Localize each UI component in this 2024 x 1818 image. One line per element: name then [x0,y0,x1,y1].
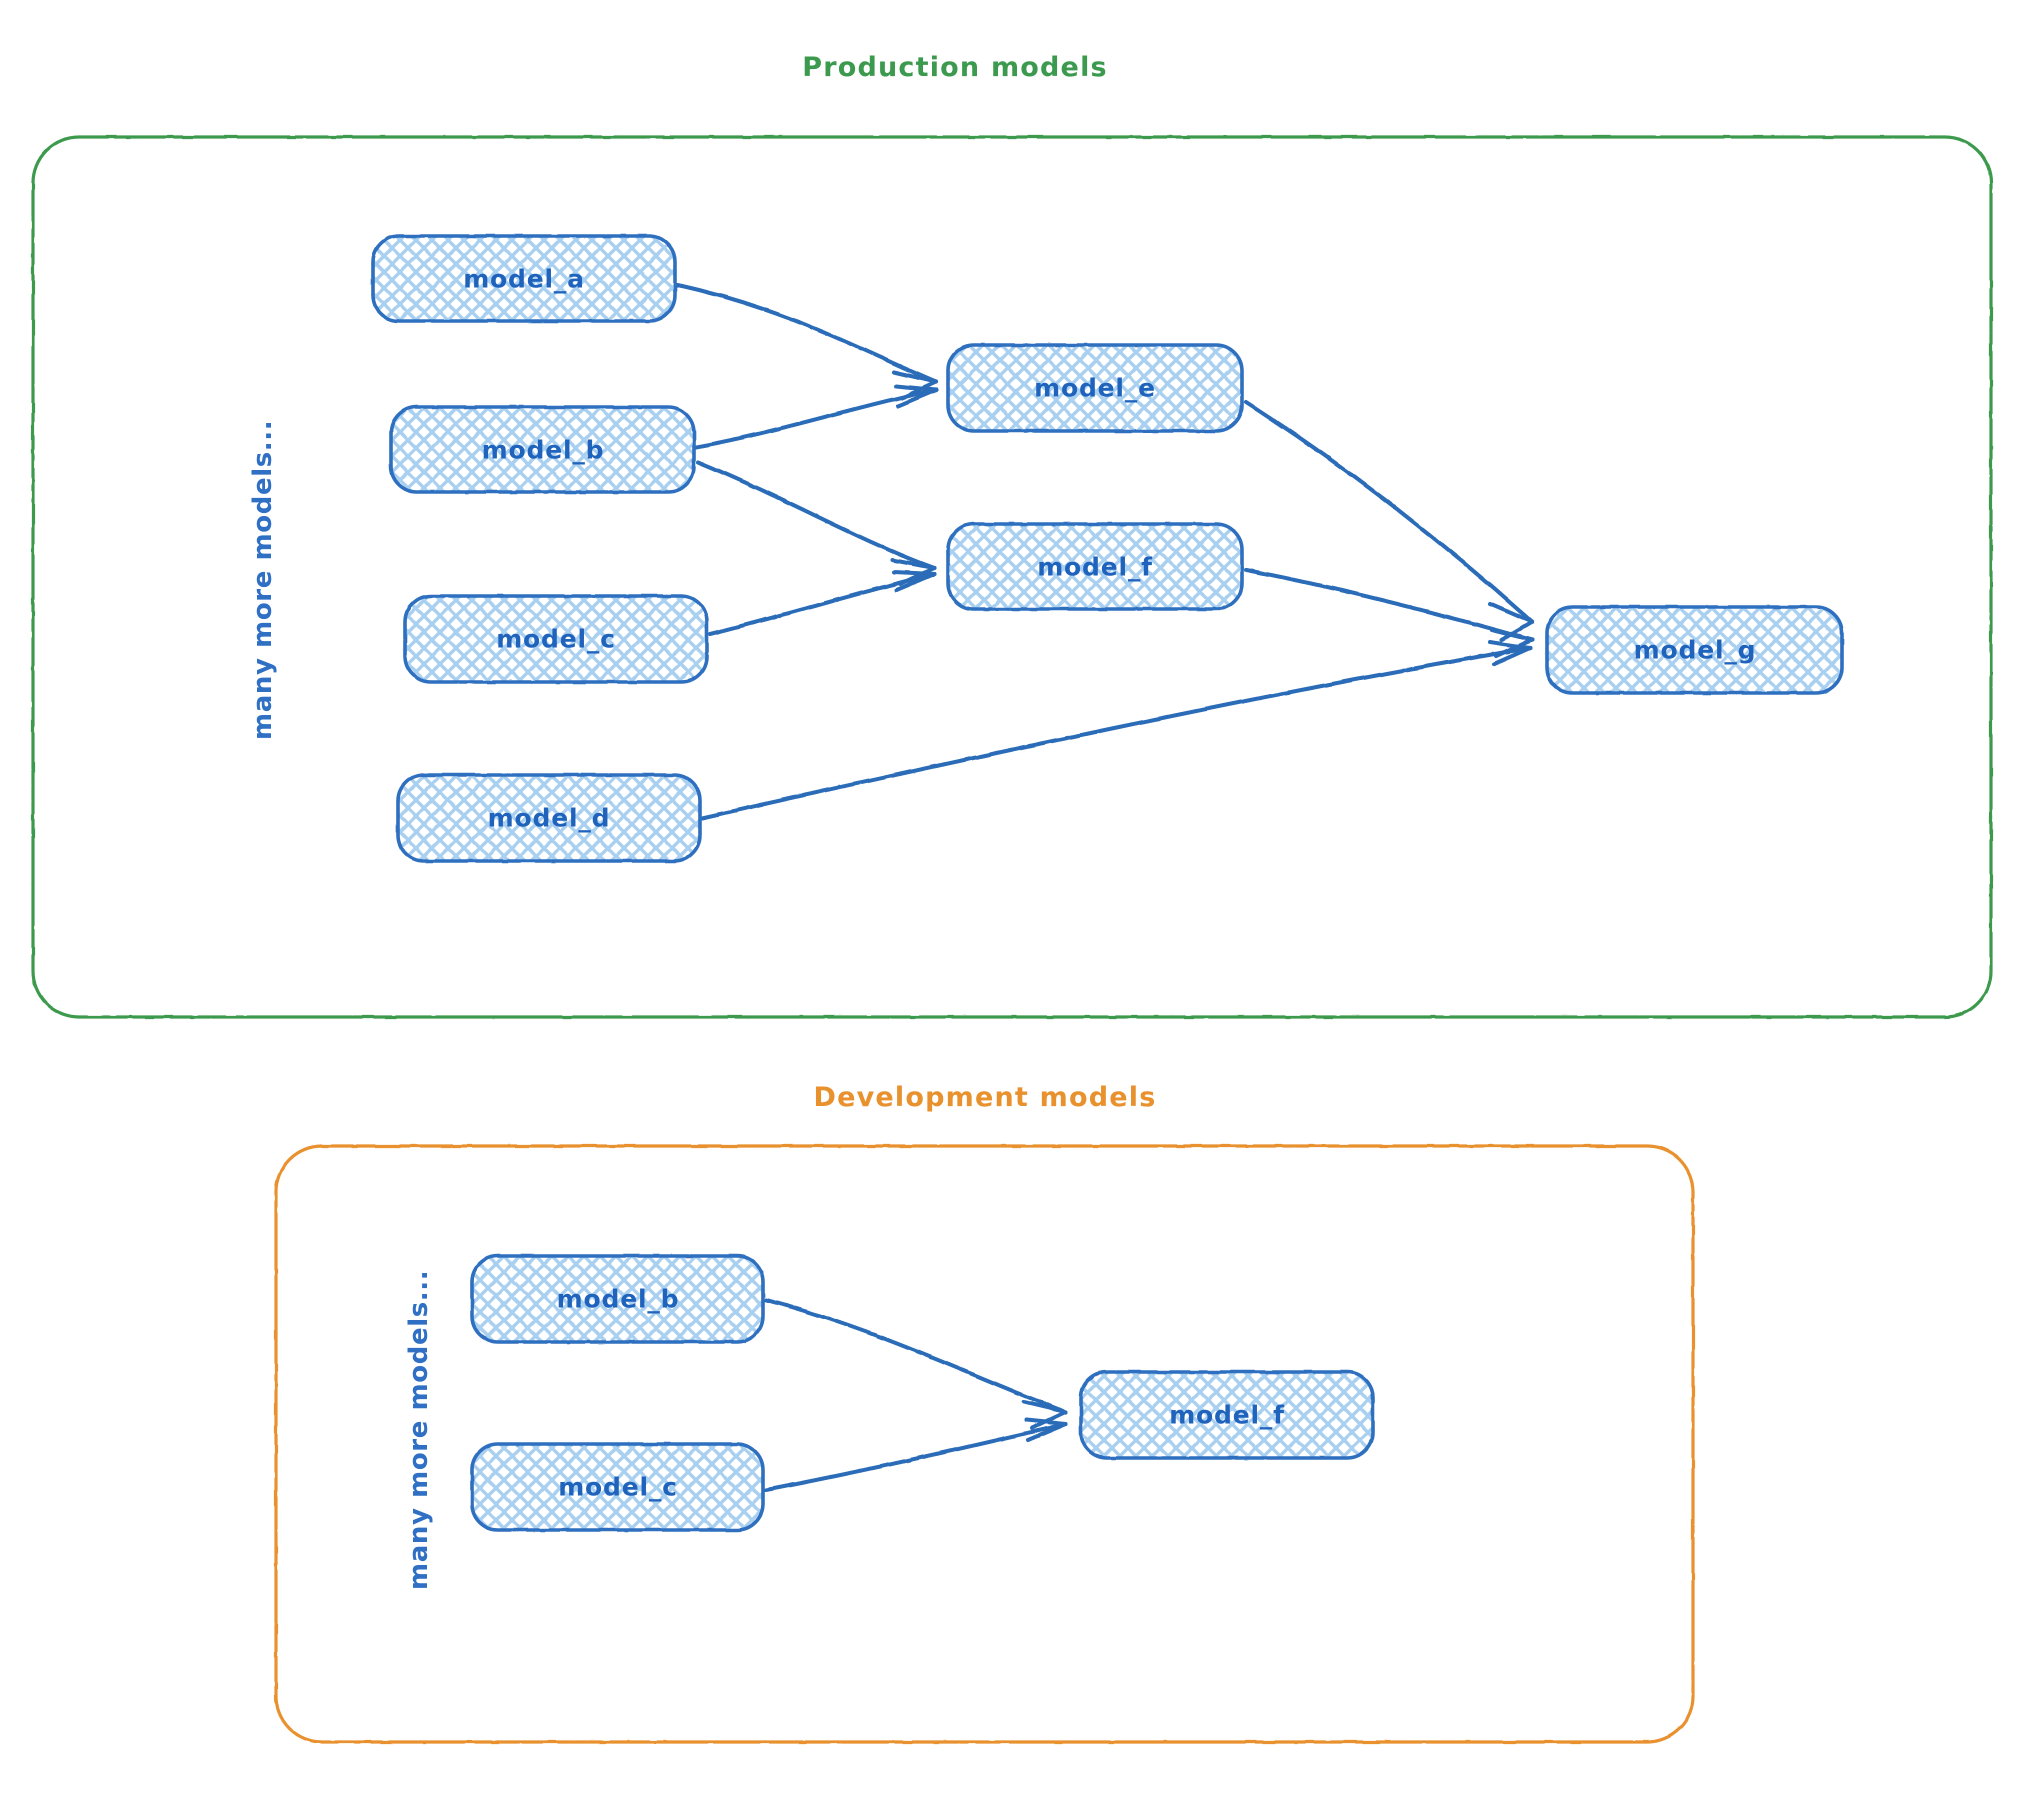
nodes-production [371,234,1844,863]
group-container-production [31,135,1993,1019]
edges-production [676,283,1534,820]
node-dev-model-b[interactable] [470,1254,765,1344]
production-group-title: Production models [802,52,1108,83]
node-prod-model-d[interactable] [396,773,702,863]
edge-devb-to-devf [764,1298,1068,1430]
group-container-development [274,1144,1695,1744]
node-prod-model-g[interactable] [1545,605,1844,695]
edge-d-to-g [700,640,1532,820]
production-side-label: many more models... [248,419,278,740]
node-dev-model-f[interactable] [1079,1370,1375,1460]
edge-e-to-g [1244,400,1534,642]
nodes-development [470,1254,1375,1532]
development-group-title: Development models [813,1082,1157,1113]
development-side-label: many more models... [404,1269,434,1590]
node-prod-model-c[interactable] [403,594,709,684]
node-prod-model-a[interactable] [371,234,677,323]
node-dev-model-c[interactable] [470,1442,765,1532]
edge-b-to-f [696,460,936,586]
edge-b-to-e [694,384,938,449]
edge-a-to-e [676,283,938,400]
node-prod-model-e[interactable] [946,343,1244,433]
edge-devc-to-devf [764,1418,1068,1492]
node-prod-model-b[interactable] [389,405,696,494]
node-prod-model-f[interactable] [946,522,1244,611]
edge-c-to-f [708,570,936,636]
edges-development [764,1298,1068,1492]
